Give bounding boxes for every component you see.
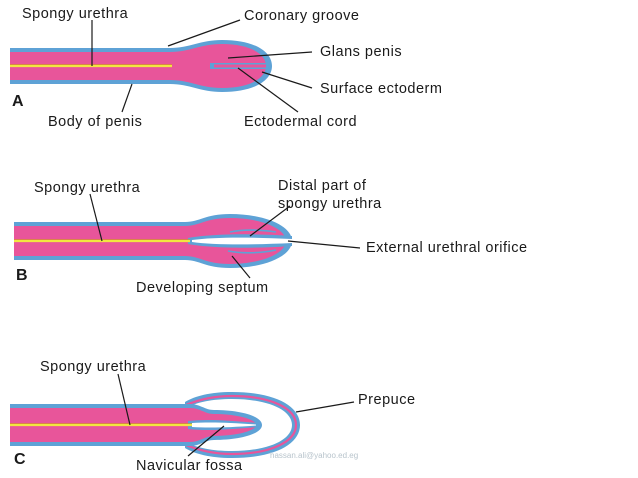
panel-c-fossa-lumen [192, 422, 256, 428]
panel-c-letter: C [14, 451, 26, 468]
label-a-body-of-penis: Body of penis [48, 114, 142, 130]
panel-b-septum-upper [229, 229, 277, 233]
label-c-navicular-fossa: Navicular fossa [136, 458, 243, 474]
panel-c: Spongy urethra Prepuce Navicular fossa C [10, 359, 416, 474]
leader-c-navicular-fossa [187, 425, 225, 457]
label-b-external-urethral-orifice: External urethral orifice [366, 240, 528, 256]
label-a-coronary-groove: Coronary groove [244, 8, 360, 24]
leader-b-spongy-urethra [89, 193, 103, 242]
leader-a-body-of-penis [121, 83, 133, 113]
watermark-text: hassan.ali@yahoo.ed.eg [270, 451, 358, 460]
panel-c-prepuce-tissue [185, 394, 298, 456]
label-c-spongy-urethra: Spongy urethra [40, 359, 147, 375]
label-b-developing-septum: Developing septum [136, 280, 269, 296]
panel-b-letter: B [16, 267, 28, 284]
panel-a-cord-core [214, 64, 266, 68]
leader-b-external-orifice [287, 240, 361, 249]
leader-a-coronary-groove [167, 19, 241, 47]
leader-b-developing-septum [231, 255, 251, 279]
leader-a-glans-penis [227, 51, 313, 59]
panel-a-letter: A [12, 93, 24, 110]
panel-b-orifice-lumen [192, 237, 292, 245]
leader-c-prepuce [295, 401, 355, 413]
leader-a-surface-ectoderm [261, 71, 313, 89]
panel-b: Spongy urethra Distal part of spongy ure… [14, 178, 528, 296]
label-a-spongy-urethra: Spongy urethra [22, 6, 129, 22]
label-b-distal-part-line2: spongy urethra [278, 196, 382, 212]
leader-a-ectodermal-cord [237, 67, 299, 113]
leader-b-distal-part [249, 205, 291, 237]
label-a-glans-penis: Glans penis [320, 44, 402, 60]
label-b-spongy-urethra: Spongy urethra [34, 180, 141, 196]
panel-c-prepuce [185, 392, 300, 458]
panel-a: Spongy urethra Coronary groove Glans pen… [10, 6, 442, 130]
leader-c-spongy-urethra [117, 373, 131, 426]
label-a-ectodermal-cord: Ectodermal cord [244, 114, 357, 130]
label-a-surface-ectoderm: Surface ectoderm [320, 81, 442, 97]
label-c-prepuce: Prepuce [358, 392, 416, 408]
panel-b-septum-lower [227, 249, 277, 254]
label-b-distal-part-line1: Distal part of [278, 178, 367, 194]
